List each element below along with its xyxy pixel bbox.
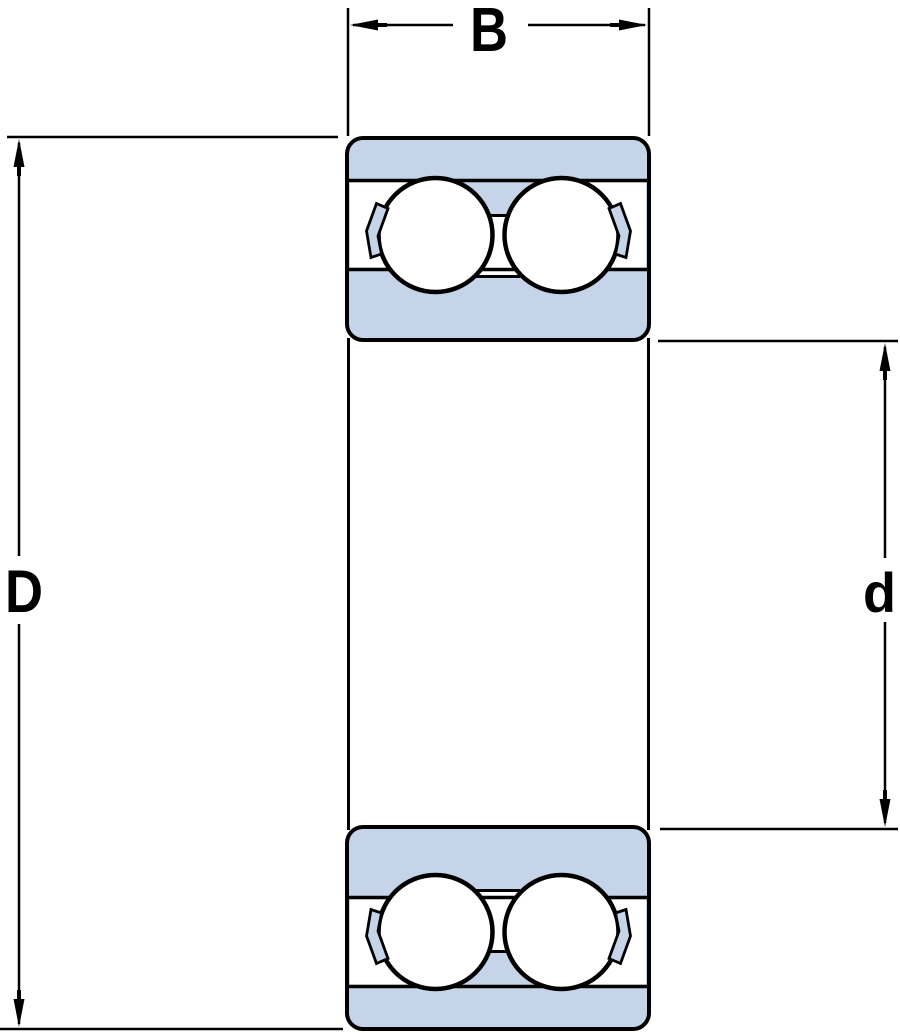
bore-diameter-label: d xyxy=(863,561,896,624)
cage-segment-left xyxy=(365,201,390,260)
dim-bore-diameter-d: d xyxy=(658,339,898,831)
arrowhead-down-icon xyxy=(13,990,25,1027)
dim-outer-diameter-D: D xyxy=(0,135,343,1031)
outer-diameter-label: D xyxy=(5,558,43,625)
arrowhead-right-icon xyxy=(610,19,647,31)
arrowhead-down-icon xyxy=(879,790,891,827)
ball-left xyxy=(376,175,495,295)
arrowhead-up-icon xyxy=(879,343,891,380)
bearing-half-top xyxy=(345,136,651,342)
arrowhead-left-icon xyxy=(350,19,387,31)
dim-width-B: B xyxy=(346,0,651,136)
bearing-half-bottom xyxy=(347,827,649,1029)
cage-segment-right xyxy=(607,201,632,260)
ball-right xyxy=(502,175,621,295)
width-label: B xyxy=(470,0,508,65)
arrowhead-up-icon xyxy=(13,139,25,176)
bearing-cross-section xyxy=(345,136,651,1029)
